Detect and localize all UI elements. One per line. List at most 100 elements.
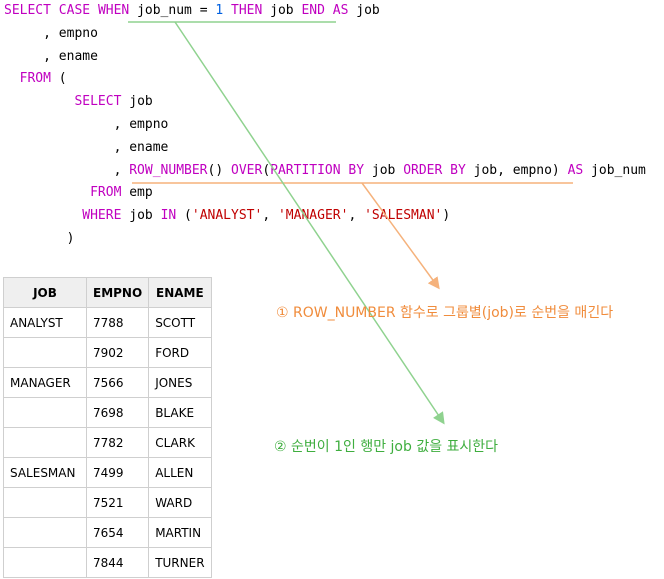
sql-number: 1	[215, 3, 224, 18]
sql-text: job	[121, 94, 153, 110]
sql-keyword: FROM	[19, 71, 51, 87]
cell-ename: FORD	[148, 337, 212, 368]
sql-keyword: OVER	[231, 162, 263, 178]
sql-text: job	[364, 162, 404, 178]
cell-job: MANAGER	[3, 367, 87, 398]
sql-keyword: ROW_NUMBER	[129, 162, 208, 178]
sql-text: )	[442, 208, 451, 224]
code-line: FROM emp	[4, 182, 646, 205]
cell-empno: 7782	[85, 427, 150, 458]
sql-text: job, empno)	[465, 162, 568, 178]
code-line: SELECT job	[4, 91, 646, 114]
sql-string: 'SALESMAN'	[364, 208, 443, 224]
cell-job	[3, 487, 87, 518]
sql-keyword: IN	[160, 208, 177, 224]
cell-ename: WARD	[148, 487, 212, 518]
annotation-row-number: ① ROW_NUMBER 함수로 그룹별(job)로 순번을 매긴다	[276, 305, 614, 321]
cell-ename: JONES	[148, 367, 212, 398]
sql-keyword: SELECT	[4, 3, 51, 18]
sql-code-block: SELECT CASE WHEN job_num = 1 THEN job EN…	[4, 0, 646, 251]
sql-text	[4, 71, 20, 86]
sql-text	[90, 3, 98, 18]
sql-text	[4, 94, 74, 109]
sql-text: job_num	[583, 162, 646, 178]
header-job: JOB	[3, 277, 87, 308]
cell-ename: MARTIN	[148, 517, 212, 548]
cell-ename: TURNER	[148, 547, 212, 578]
cell-empno: 7654	[85, 517, 150, 548]
annotation-show-job: ② 순번이 1인 행만 job 값을 표시한다	[274, 439, 499, 455]
sql-keyword: END	[301, 3, 325, 18]
sql-text: )	[4, 230, 75, 246]
sql-text: ()	[207, 162, 231, 178]
sql-keyword: THEN	[231, 3, 263, 18]
code-line: , empno	[4, 23, 646, 46]
cell-empno: 7566	[85, 367, 150, 398]
sql-text: , ename	[4, 48, 98, 64]
code-line: WHERE job IN ('ANALYST', 'MANAGER', 'SAL…	[4, 205, 646, 228]
sql-keyword: WHEN	[97, 3, 130, 18]
code-line: , ROW_NUMBER() OVER(PARTITION BY job ORD…	[4, 160, 646, 183]
cell-job	[3, 547, 87, 578]
cell-empno: 7521	[85, 487, 150, 518]
header-ename: ENAME	[148, 277, 212, 308]
cell-ename: SCOTT	[148, 307, 212, 338]
cell-ename: CLARK	[148, 427, 212, 458]
sql-keyword: PARTITION BY	[270, 162, 365, 178]
sql-text: job	[121, 208, 161, 224]
cell-empno: 7902	[85, 337, 150, 368]
header-empno: EMPNO	[85, 277, 150, 308]
sql-text: , ename	[4, 139, 169, 155]
sql-text: ,	[262, 208, 278, 224]
cell-empno: 7788	[85, 307, 150, 338]
cell-ename: ALLEN	[148, 457, 212, 488]
code-line: , ename	[4, 137, 646, 160]
sql-text: (	[262, 162, 271, 178]
code-line: , ename	[4, 46, 646, 69]
sql-text: ,	[348, 208, 365, 224]
cell-job	[3, 337, 87, 368]
cell-job	[3, 427, 87, 458]
cell-empno: 7499	[85, 457, 150, 488]
sql-text: , empno	[4, 116, 169, 132]
sql-text: (	[50, 71, 67, 87]
sql-text	[4, 185, 90, 200]
cell-empno: 7698	[85, 397, 150, 428]
code-line: )	[4, 228, 646, 251]
sql-keyword: AS	[567, 162, 584, 178]
sql-string: 'MANAGER'	[277, 208, 349, 224]
sql-text: job	[262, 3, 302, 18]
cell-job	[3, 397, 87, 428]
sql-text: job	[348, 3, 380, 18]
sql-keyword: AS	[332, 3, 349, 18]
sql-keyword: FROM	[90, 185, 122, 201]
cell-job: SALESMAN	[3, 457, 87, 488]
sql-text: job_num =	[129, 3, 216, 18]
sql-keyword: ORDER BY	[403, 162, 466, 178]
sql-text: , empno	[4, 25, 98, 41]
sql-text: ,	[4, 162, 130, 178]
sql-text	[51, 3, 59, 18]
sql-text	[223, 3, 231, 18]
code-line: SELECT CASE WHEN job_num = 1 THEN job EN…	[4, 0, 646, 23]
sql-keyword: SELECT	[74, 94, 122, 110]
cell-ename: BLAKE	[148, 397, 212, 428]
code-line: , empno	[4, 114, 646, 137]
sql-string: 'ANALYST'	[191, 208, 263, 224]
sql-text: emp	[121, 185, 153, 201]
sql-keyword: CASE	[58, 3, 91, 18]
table-header-row: JOB EMPNO ENAME	[3, 277, 212, 308]
sql-text: (	[176, 208, 192, 224]
cell-empno: 7844	[85, 547, 150, 578]
code-line: FROM (	[4, 68, 646, 91]
